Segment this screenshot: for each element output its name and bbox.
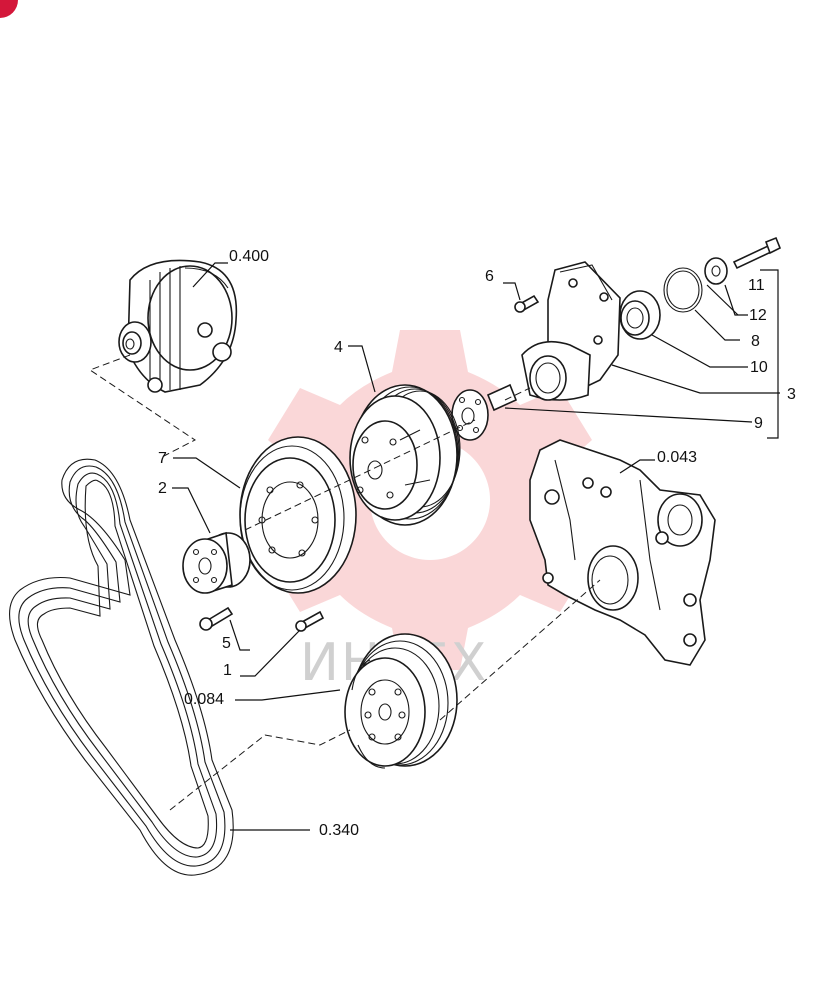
pulley-4 xyxy=(349,384,461,526)
tensioner-bracket xyxy=(521,261,621,401)
label-1: 1 xyxy=(223,662,232,679)
label-8: 8 xyxy=(751,333,760,350)
bolt-11 xyxy=(732,236,782,270)
label-crank-pulley: 0.084 xyxy=(184,691,224,708)
alternator xyxy=(118,259,238,393)
label-9: 9 xyxy=(754,415,763,432)
timing-cover xyxy=(529,439,716,666)
snap-ring xyxy=(663,267,703,313)
damper-pulley-7 xyxy=(239,436,357,594)
leader-lines xyxy=(172,262,780,831)
corner-badge xyxy=(0,0,18,18)
bolt-5 xyxy=(199,606,234,631)
label-12: 12 xyxy=(749,307,767,324)
label-timing-cover: 0.043 xyxy=(657,449,697,466)
label-4: 4 xyxy=(334,339,343,356)
crank-pulley xyxy=(344,633,458,769)
bearing xyxy=(619,290,661,340)
callout-labels: 0.400 6 11 12 8 10 3 9 4 0.043 7 2 5 1 0… xyxy=(158,248,796,839)
label-3: 3 xyxy=(787,386,796,403)
label-11: 11 xyxy=(748,277,765,294)
shaft xyxy=(451,383,518,441)
bolt-1 xyxy=(295,610,325,632)
spacer-2 xyxy=(182,531,251,594)
washer xyxy=(704,257,728,285)
label-belt: 0.340 xyxy=(319,822,359,839)
label-2: 2 xyxy=(158,480,167,497)
watermark-gear xyxy=(268,330,592,670)
assembly-lines xyxy=(88,354,601,811)
label-10: 10 xyxy=(750,359,768,376)
label-6: 6 xyxy=(485,268,494,285)
bolt-6 xyxy=(514,294,540,313)
label-7: 7 xyxy=(158,450,167,467)
label-5: 5 xyxy=(222,635,231,652)
poly-v-belt xyxy=(9,458,234,876)
label-alternator: 0.400 xyxy=(229,248,269,265)
